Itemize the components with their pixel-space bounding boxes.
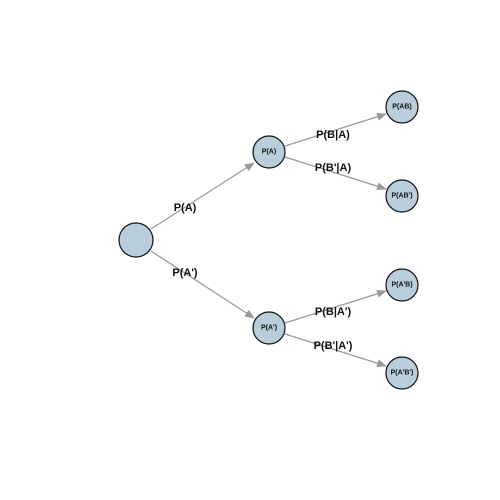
node-root	[118, 222, 154, 258]
node-ab-label: P(AB)	[392, 104, 411, 111]
edge-label-a-to-ab-not: P(B'|A)	[315, 162, 352, 174]
edge-label-a-to-ab: P(B|A)	[316, 129, 350, 141]
edge-root-to-not-a	[150, 250, 255, 319]
node-not-a-not-b-circle	[385, 356, 419, 390]
node-ab-not-label: P(AB')	[391, 193, 412, 200]
node-not-a-circle	[252, 311, 286, 345]
node-ab: P(AB)	[385, 90, 419, 124]
node-not-a-b: P(A'B)	[385, 268, 419, 302]
edge-label-root-to-not-a: P(A')	[172, 267, 198, 279]
node-root-circle	[118, 222, 154, 258]
edge-a-to-ab	[284, 112, 387, 147]
edges-layer	[150, 112, 387, 368]
node-a-circle	[252, 135, 286, 169]
node-a: P(A)	[252, 135, 286, 169]
edge-a-to-ab-not	[284, 156, 387, 191]
edge-label-root-to-a: P(A)	[174, 202, 197, 214]
node-not-a-not-b: P(A'B')	[385, 356, 419, 390]
edge-label-not-a-to-not-a-b: P(B|A')	[315, 306, 352, 318]
edge-not-a-to-not-a-b	[284, 289, 387, 324]
edge-not-a-to-not-a-not-b	[284, 333, 387, 368]
node-not-a-b-circle	[385, 268, 419, 302]
node-not-a-label: P(A')	[261, 325, 277, 332]
node-not-a-b-label: P(A'B)	[391, 282, 412, 289]
node-not-a: P(A')	[252, 311, 286, 345]
node-a-label: P(A)	[262, 149, 276, 156]
node-not-a-not-b-label: P(A'B')	[391, 370, 414, 377]
edge-root-to-a	[150, 162, 255, 230]
edge-labels-layer: P(A) P(A') P(B|A) P(B'|A) P(B|A') P(B'|A…	[172, 129, 352, 352]
nodes-layer: P(A) P(A') P(AB) P(AB') P(A'B) P(A'B')	[118, 90, 419, 390]
node-ab-not: P(AB')	[385, 179, 419, 213]
edge-label-not-a-to-not-a-not-b: P(B'|A')	[314, 340, 353, 352]
node-ab-circle	[385, 90, 419, 124]
node-ab-not-circle	[385, 179, 419, 213]
